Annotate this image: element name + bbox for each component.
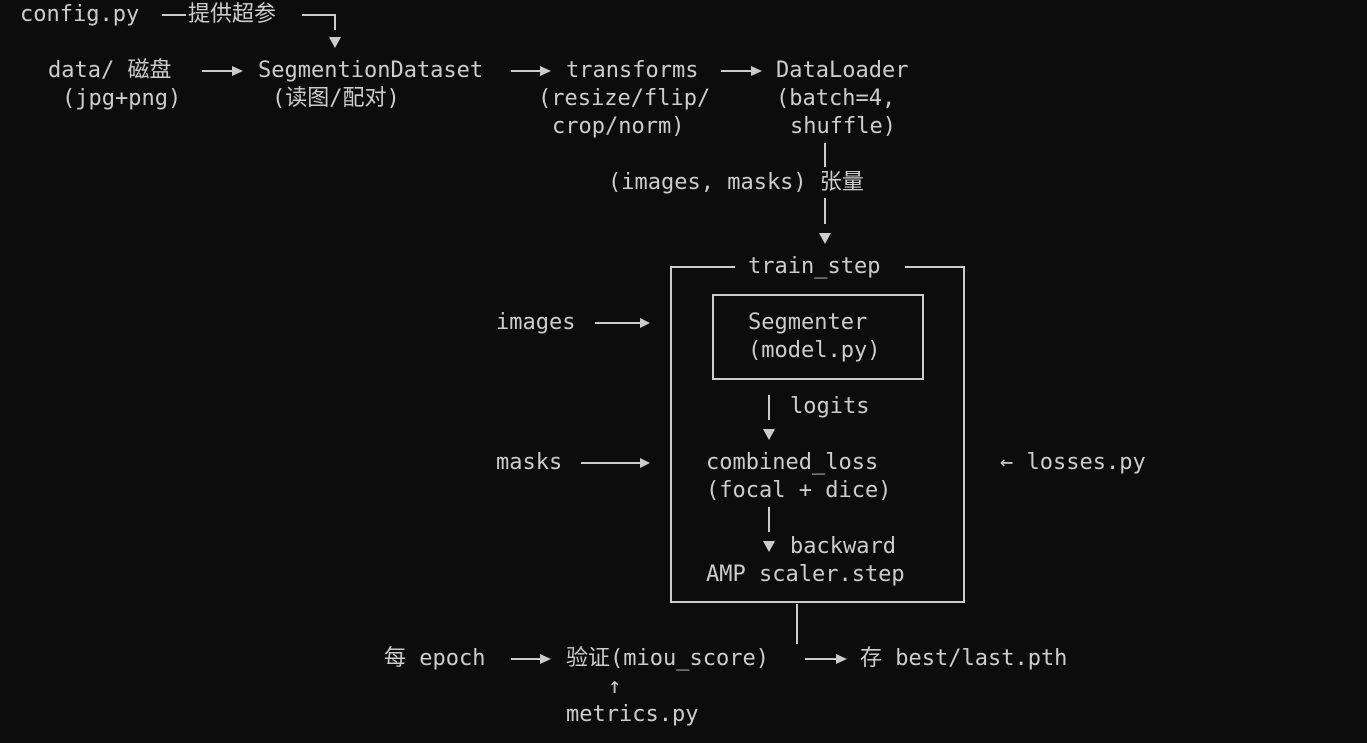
dataloader-node-line1: DataLoader: [776, 58, 909, 83]
images-input-label: images: [496, 310, 576, 335]
metrics-label: metrics.py: [566, 702, 699, 727]
tensor-label: (images, masks) 张量: [608, 170, 864, 195]
save-node: 存 best/last.pth: [860, 646, 1068, 671]
train-step-box: [670, 266, 965, 603]
config-label: config.py: [20, 2, 140, 27]
data-node-line1: data/ 磁盘: [48, 58, 172, 83]
arrowhead-masks-in: [640, 458, 650, 468]
arrowhead-images-in: [640, 318, 650, 328]
arrowhead-model-loss: [763, 429, 775, 440]
metrics-up-arrow: ↑: [608, 674, 622, 699]
logits-label: logits: [790, 394, 870, 419]
config-edge-right: [302, 14, 336, 30]
config-edge-label: 提供超参: [188, 2, 277, 27]
arrowhead-transforms-dataloader: [751, 66, 762, 76]
dataloader-node-line3: shuffle): [790, 114, 896, 139]
transforms-node-line2: (resize/flip/: [538, 86, 711, 111]
transforms-node-line1: transforms: [566, 58, 699, 83]
arrowhead-data-dataset: [232, 66, 243, 76]
model-node-line2: (model.py): [748, 338, 881, 363]
validate-node: 验证(miou_score): [566, 646, 769, 671]
scaler-label: AMP scaler.step: [706, 562, 905, 587]
train-step-title: train_step: [748, 254, 881, 279]
arrowhead-validate-save: [836, 654, 847, 664]
arrowhead-epoch-validate: [540, 654, 551, 664]
model-node-line1: Segmenter: [748, 310, 868, 335]
arrowhead-dataset-transforms: [540, 66, 551, 76]
dataset-node-line2: (读图/配对): [272, 86, 400, 111]
transforms-node-line3: crop/norm): [552, 114, 685, 139]
losses-ref-label: ← losses.py: [1000, 450, 1146, 475]
arrowhead-loss-backward: [763, 541, 775, 552]
data-node-line2: (jpg+png): [62, 86, 182, 111]
loss-node-line2: (focal + dice): [706, 478, 892, 503]
backward-label: backward: [790, 534, 896, 559]
config-arrowhead: [329, 37, 341, 48]
loss-node-line1: combined_loss: [706, 450, 879, 475]
arrowhead-dataloader-train: [819, 233, 831, 244]
model-box: [712, 294, 924, 380]
dataset-node-line1: SegmentionDataset: [258, 58, 484, 83]
dataloader-node-line2: (batch=4,: [776, 86, 896, 111]
masks-input-label: masks: [496, 450, 563, 475]
epoch-label: 每 epoch: [384, 646, 486, 671]
